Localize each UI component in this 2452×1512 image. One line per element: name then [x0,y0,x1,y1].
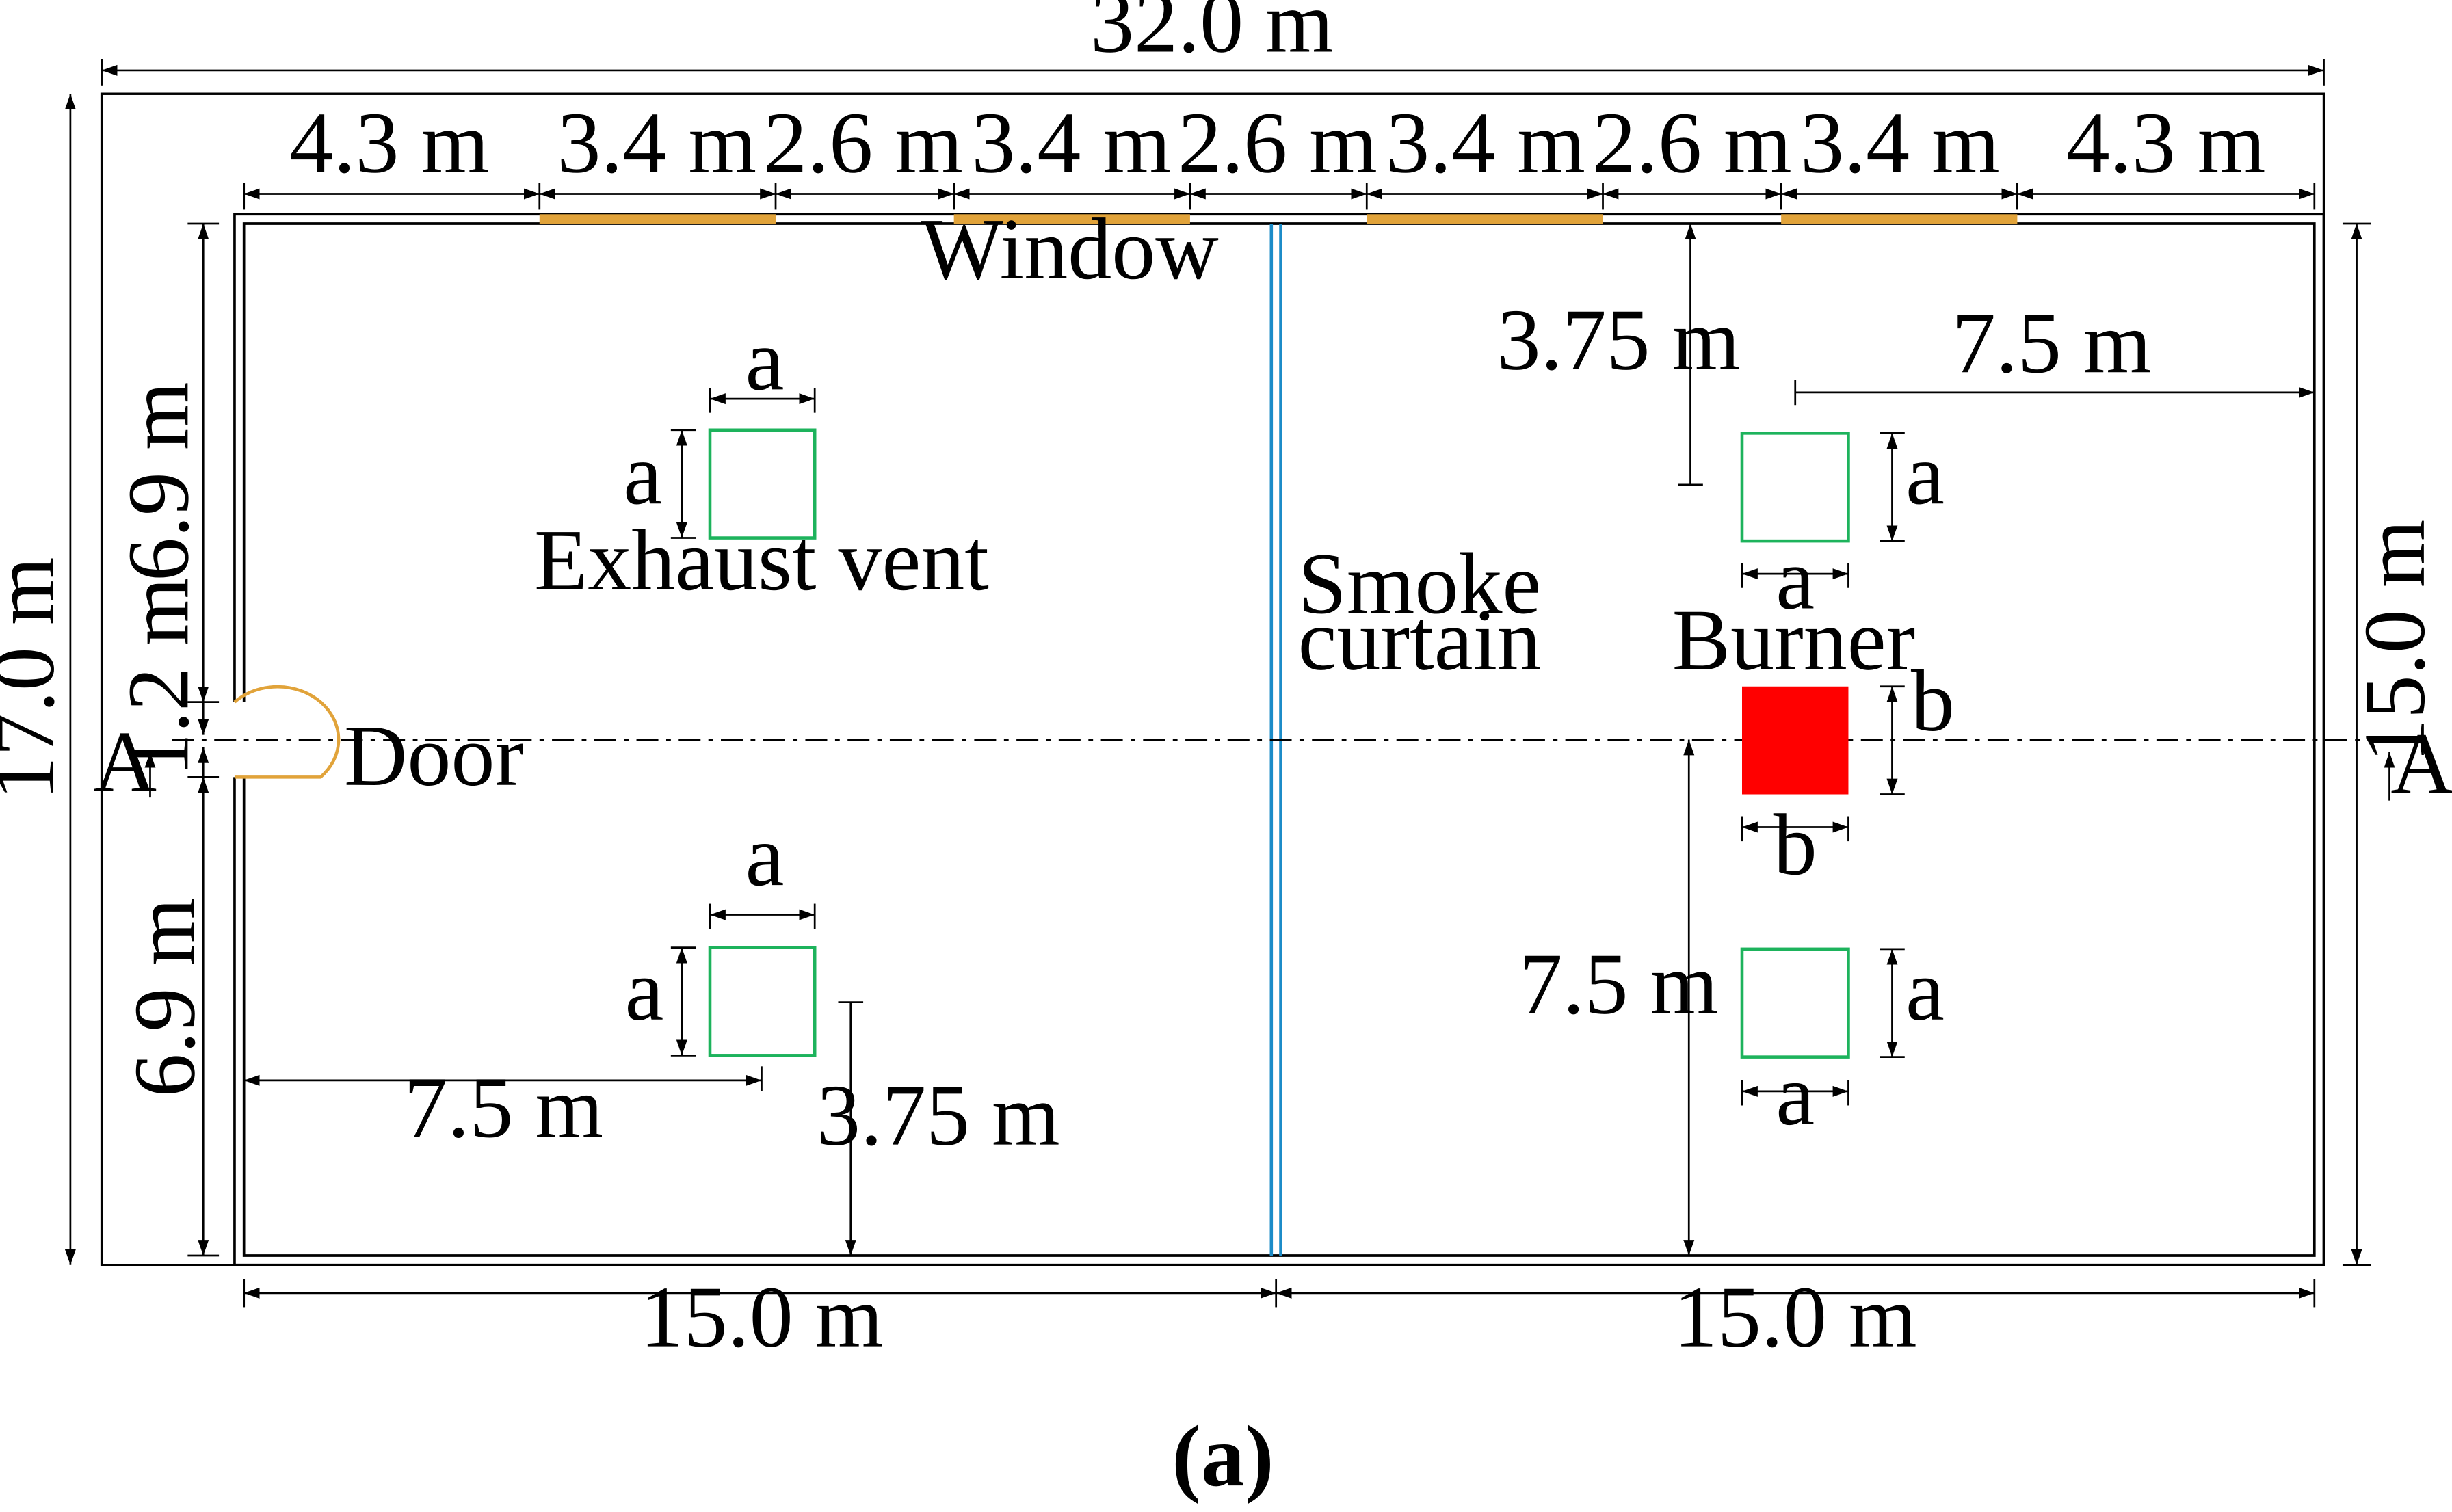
dim-vent-upper-left-width: a [746,311,785,408]
dim-vent-lower-left-width: a [746,807,785,904]
dim-room-width: 15.0 m [2346,520,2443,763]
door [233,685,341,779]
smoke-curtain-label-line2: curtain [1298,592,1541,689]
dim-top-segment-5: 2.6 m [1178,94,1377,191]
dim-vent-upper-right-width: a [1776,530,1815,627]
dim-top-segment-9: 4.3 m [2066,94,2266,191]
dim-bottom-left: 15.0 m [640,1269,884,1366]
dim-top-segment-8: 3.4 m [1800,94,2000,191]
windows [539,214,2018,224]
section-label-left: A [94,713,157,810]
dim-top-segment-4: 3.4 m [971,94,1171,191]
door-label: Door [344,707,524,804]
window-1 [539,214,776,224]
exhaust-vent-lower-left [708,946,817,1057]
dim-burner-height: b [1911,652,1955,750]
dim-top-segment-1: 4.3 m [289,94,489,191]
burner [1741,686,1849,795]
dim-top-segment-2: 3.4 m [557,94,756,191]
exhaust-vent-upper-left [708,428,817,540]
window-4 [1781,214,2018,224]
dimension-lines [64,59,2395,1308]
dim-left-lower: 6.9 m [116,898,213,1098]
window-2 [953,214,1190,224]
dim-top-segment-7: 2.6 m [1592,94,1792,191]
dim-vent-to-right-wall: 7.5 m [1952,294,2152,391]
burner-label: Burner [1672,592,1915,689]
figure-caption: (a) [1172,1407,1274,1504]
exhaust-vent-label: Exhaust vent [534,512,989,609]
dim-burner-to-bottom-wall: 7.5 m [1519,936,1719,1033]
dim-total-width: 17.0 m [0,557,72,801]
exhaust-vents [708,428,1850,1059]
dim-top-segment-3: 2.6 m [763,94,963,191]
window-3 [1367,214,1603,224]
dim-bottom-right: 15.0 m [1674,1269,1917,1366]
dim-vent-to-left-wall: 7.5 m [404,1059,603,1156]
exhaust-vent-lower-right [1740,947,1850,1059]
dim-vent-lower-right-width: a [1776,1046,1815,1143]
dim-vent-lower-left-height: a [625,942,664,1039]
dim-vent-to-bottom-wall: 3.75 m [817,1067,1060,1164]
dim-vent-upper-left-height: a [623,425,662,522]
smoke-curtain-label-line1: Smoke [1298,535,1542,632]
dim-door-width: 1.2 m [109,577,207,777]
dim-left-upper: 6.9 m [109,382,207,581]
dim-burner-width: b [1774,796,1817,893]
section-label-right: A [2390,715,2452,812]
dim-vent-lower-right-height: a [1906,942,1945,1039]
exhaust-vent-upper-right [1740,432,1850,543]
window-label: Window [921,200,1219,297]
dim-vent-upper-right-height: a [1906,425,1945,522]
dim-top-segment-6: 3.4 m [1386,94,1585,191]
dim-vent-to-top-wall: 3.75 m [1497,291,1741,388]
dim-total-length: 32.0 m [1090,0,1334,70]
